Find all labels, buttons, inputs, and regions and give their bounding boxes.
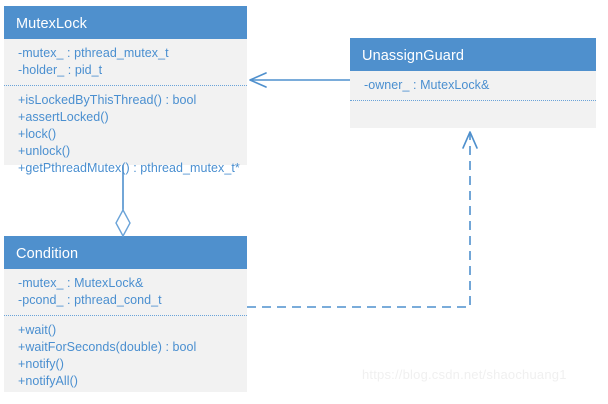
class-title-unassignguard: UnassignGuard [350, 38, 596, 71]
attribute-row: -mutex_ : MutexLock& [18, 276, 144, 290]
class-title-condition: Condition [4, 236, 247, 269]
attributes-compartment-condition: -mutex_ : MutexLock& -pcond_ : pthread_c… [4, 269, 247, 315]
open-arrow-icon [249, 72, 267, 88]
attribute-row: -owner_ : MutexLock& [364, 78, 490, 92]
attributes-compartment-unassignguard: -owner_ : MutexLock& [350, 71, 596, 100]
class-title-mutexlock: MutexLock [4, 6, 247, 39]
connector-dependency-condition-unassignguard [247, 131, 478, 308]
operation-row: +wait() [18, 323, 57, 337]
operation-row: +getPthreadMutex() : pthread_mutex_t* [18, 161, 240, 175]
compartment-separator [4, 315, 247, 316]
operations-compartment-condition: +wait() +waitForSeconds(double) : bool +… [4, 316, 247, 396]
operations-compartment-unassignguard [350, 101, 596, 123]
operation-row: +assertLocked() [18, 110, 109, 124]
attribute-row: -mutex_ : pthread_mutex_t [18, 46, 169, 60]
class-box-condition[interactable]: Condition -mutex_ : MutexLock& -pcond_ :… [4, 236, 247, 392]
operation-row: +unlock() [18, 144, 71, 158]
operation-row: +notify() [18, 357, 64, 371]
class-box-unassignguard[interactable]: UnassignGuard -owner_ : MutexLock& [350, 38, 596, 128]
attribute-row: -holder_ : pid_t [18, 63, 103, 77]
operation-row: +lock() [18, 127, 57, 141]
operation-row: +waitForSeconds(double) : bool [18, 340, 197, 354]
watermark-text: https://blog.csdn.net/shaochuang1 [362, 367, 567, 382]
attribute-row: -pcond_ : pthread_cond_t [18, 293, 162, 307]
operation-row: +isLockedByThisThread() : bool [18, 93, 197, 107]
dependency-line [247, 134, 471, 308]
open-arrow-icon [462, 131, 478, 149]
attributes-compartment-mutexlock: -mutex_ : pthread_mutex_t -holder_ : pid… [4, 39, 247, 85]
connector-association-unassignguard-mutexlock [249, 72, 350, 88]
hollow-diamond-icon [115, 208, 131, 238]
compartment-separator [4, 85, 247, 86]
class-box-mutexlock[interactable]: MutexLock -mutex_ : pthread_mutex_t -hol… [4, 6, 247, 175]
operations-compartment-mutexlock: +isLockedByThisThread() : bool +assertLo… [4, 86, 247, 183]
compartment-separator [350, 100, 596, 101]
operation-row: +notifyAll() [18, 374, 78, 388]
